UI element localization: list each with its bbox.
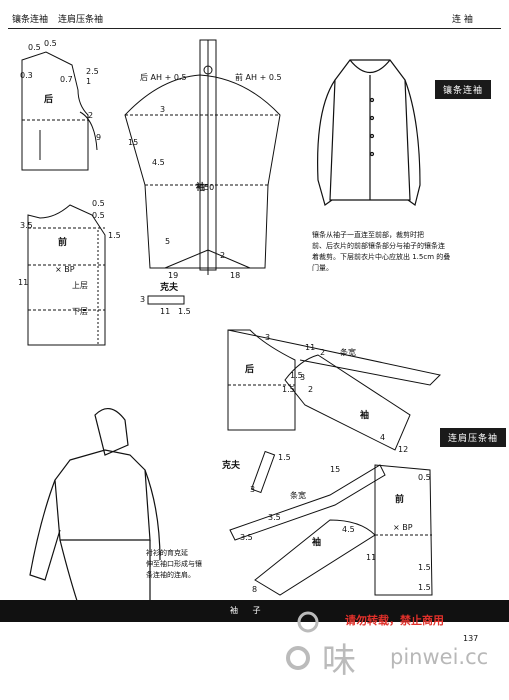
header-left-title-1: 镶条连袖 (12, 15, 49, 25)
measure-label: 4 (380, 433, 385, 442)
section-tag-upper: 镶条连袖 (435, 80, 492, 99)
measure-label: 1.5 (278, 453, 291, 462)
cuff-pattern-upper (147, 295, 185, 305)
raglan-front-pattern (229, 464, 433, 596)
measure-label: 1.5 (282, 385, 295, 394)
measure-label: 1.5 (290, 371, 303, 380)
measure-label: 3.5 (20, 221, 33, 230)
header-rule (8, 28, 501, 29)
footer-warning: 请勿转载，禁止商用 (345, 614, 444, 627)
measure-label: 0.5 (44, 39, 57, 48)
measure-label: 0.5 (92, 211, 105, 220)
measure-label: 5 (165, 237, 170, 246)
measure-label: 1 (86, 77, 91, 86)
measure-label: 3.5 (240, 533, 253, 542)
measure-label: 1.5 (418, 583, 431, 592)
measure-label: 11 (18, 278, 28, 287)
measure-label: 4.5 (152, 158, 165, 167)
front-bodice-pattern (27, 204, 106, 346)
measure-label: 11 (366, 553, 376, 562)
measure-label: 3 (300, 373, 305, 382)
label-sleeve-middle: 袖 (359, 409, 369, 421)
measure-label: 1.5 (108, 231, 121, 240)
garment-illustration-upper (317, 59, 421, 207)
measure-label: 1.5 (418, 563, 431, 572)
note-line: 条连袖的连肩。 (146, 571, 195, 579)
label-front-lower: 前 (395, 493, 404, 505)
sleeve-pattern (124, 39, 281, 275)
measure-label: 2 (308, 385, 313, 394)
measure-label: 11 (160, 307, 170, 316)
measure-label: 12 (398, 445, 408, 454)
measure-label: 2 (220, 251, 225, 260)
measure-label: 9 (96, 133, 101, 142)
measure-label: 0.7 (60, 75, 73, 84)
measure-label: 3 (250, 485, 255, 494)
raglan-back-pattern (227, 329, 442, 451)
upper-description-note: 镶条从袖子一直连至前部，裁剪时把 前、后衣片的前部镶条部分与袖子的镶条连 着裁剪… (312, 230, 452, 274)
measure-label: 3 (140, 295, 145, 304)
page-number: 137 (463, 634, 479, 643)
footer-title: 袖 子 (230, 606, 267, 615)
garment-illustration-lower (29, 408, 161, 611)
measure-label: 11 (305, 343, 315, 352)
label-back-ah: 后 AH + 0.5 (140, 72, 187, 82)
header-left-title-2: 连肩压条袖 (58, 15, 104, 25)
back-bodice-pattern (21, 51, 98, 171)
measure-label: 3 (160, 105, 165, 114)
label-upper-layer: 上层 (72, 281, 88, 290)
measure-label: 0.3 (20, 71, 33, 80)
label-back-upper: 后 (44, 93, 53, 105)
label-front-ah: 前 AH + 0.5 (235, 72, 282, 82)
measure-label: 1.5 (178, 307, 191, 316)
measure-label: 2 (320, 348, 325, 357)
measure-label: 50 (204, 183, 214, 192)
measure-label: 8 (252, 585, 257, 594)
label-lower-layer: 下层 (72, 307, 88, 316)
note-line: 门量。 (312, 264, 333, 272)
section-tag-lower: 连肩压条袖 (440, 428, 507, 447)
measure-label: 2 (88, 111, 93, 120)
measure-label: 0.5 (418, 473, 431, 482)
measure-label: 3 (265, 333, 270, 342)
note-line: 着裁剪。下层前衣片中心应放出 1.5cm 的叠 (312, 253, 451, 261)
measure-label: 19 (168, 271, 178, 280)
measure-label: 0.5 (28, 43, 41, 52)
measure-label: 15 (128, 138, 138, 147)
label-bp-lower: × BP (393, 523, 413, 532)
label-strip-width-upper: 条宽 (340, 347, 356, 357)
note-line: 镶条从袖子一直连至前部，裁剪时把 (312, 231, 424, 239)
measure-label: 3.5 (268, 513, 281, 522)
label-yoke-upper: 克夫 (160, 281, 179, 293)
label-sleeve-upper: 袖 (195, 181, 205, 193)
header-right-title: 连 袖 (452, 15, 473, 25)
label-yoke-middle: 克夫 (222, 459, 241, 471)
note-line: 衬衫的育克延 (146, 549, 188, 557)
measure-label: 4.5 (342, 525, 355, 534)
measure-label: 2.5 (86, 67, 99, 76)
label-front-upper: 前 (58, 236, 67, 248)
lower-description-note: 衬衫的育克延 伸至袖口形成与镶 条连袖的连肩。 (146, 548, 226, 581)
measure-label: 15 (330, 465, 340, 474)
label-sleeve-lower: 袖 (311, 536, 321, 548)
cuff-pattern-middle (250, 450, 276, 494)
label-back-middle: 后 (245, 363, 254, 375)
watermark-text: pinwei.cc (390, 645, 489, 669)
footer-bar (0, 600, 509, 622)
note-line: 伸至袖口形成与镶 (146, 560, 202, 568)
label-bp-upper: × BP (55, 265, 75, 274)
measure-label: 0.5 (92, 199, 105, 208)
measure-label: 18 (230, 271, 240, 280)
label-strip-width-lower: 条宽 (290, 490, 306, 500)
note-line: 前、后衣片的前部镶条部分与袖子的镶条连 (312, 242, 445, 250)
